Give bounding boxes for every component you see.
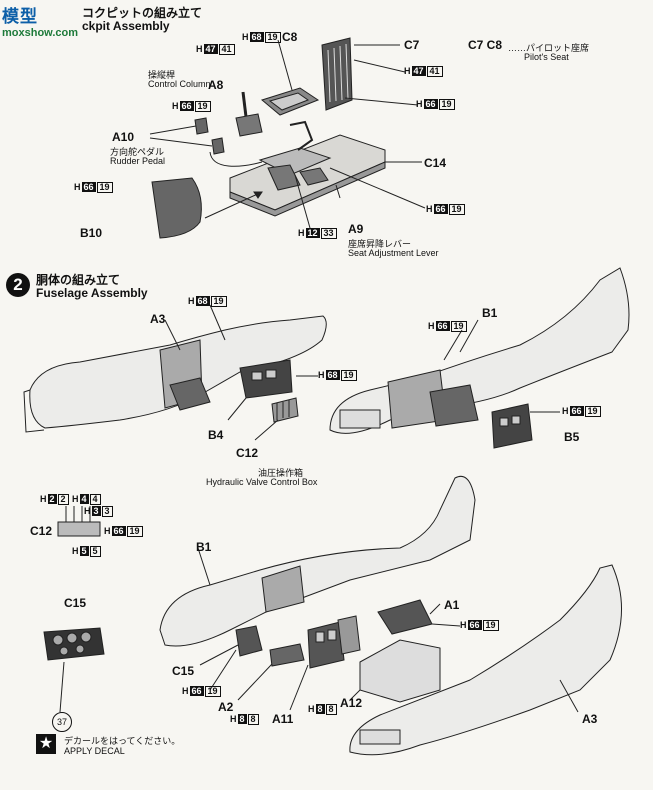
part-b1-bottom: B1 xyxy=(196,540,212,554)
part-c7: C7 xyxy=(404,38,420,52)
instrument-panel-c15 xyxy=(43,627,105,713)
part-b10: B10 xyxy=(80,226,103,240)
seat-lever-en: Seat Adjustment Lever xyxy=(348,248,439,258)
step1-title-en: ckpit Assembly xyxy=(82,19,170,33)
part-a3-top: A3 xyxy=(150,312,166,326)
decal-number: 37 xyxy=(52,712,72,732)
bulkhead-b10 xyxy=(151,177,202,239)
part-a12: A12 xyxy=(340,696,363,710)
logo-brand: 模型 xyxy=(2,7,38,26)
c12-detail xyxy=(57,506,101,537)
control-column-en: Control Column xyxy=(148,79,211,89)
part-c15: C15 xyxy=(64,596,87,610)
fin-a1 xyxy=(377,599,433,635)
step2-badge: 2 xyxy=(6,273,30,297)
part-c8: C8 xyxy=(282,30,298,44)
step1-title-jp: コクピットの組み立て xyxy=(82,6,203,20)
part-b4: B4 xyxy=(208,428,224,442)
part-a2 xyxy=(269,643,305,667)
part-c12: C12 xyxy=(236,446,259,460)
seat-lever-jp: 座席昇降レバー xyxy=(348,239,412,249)
logo-url: moxshow.com xyxy=(2,27,78,39)
decal-jp: デカールをはってください。 xyxy=(64,736,181,746)
hydraulic-jp: 油圧操作箱 xyxy=(258,468,304,478)
part-b5: B5 xyxy=(564,430,580,444)
decal-star-icon: ★ xyxy=(36,734,56,754)
rudder-pedal-jp: 方向舵ペダル xyxy=(110,147,165,157)
control-column-a8 xyxy=(235,91,263,137)
part-c14: C14 xyxy=(424,156,447,170)
hydraulic-box-c12 xyxy=(271,397,299,423)
seat-back-c7 xyxy=(321,37,353,111)
part-c15-bottom xyxy=(235,625,263,657)
rudder-pedal-en: Rudder Pedal xyxy=(110,156,166,166)
site-logo: 模型 moxshow.com xyxy=(2,2,78,39)
part-a8: A8 xyxy=(208,78,224,92)
cockpit-sidewall-b4 xyxy=(239,359,293,399)
fuselage-b1-top xyxy=(329,267,630,434)
pilot-seat-en: Pilot's Seat xyxy=(524,52,569,62)
part-c12-detail: C12 xyxy=(30,524,53,538)
fuselage-a3-bottom xyxy=(349,564,623,756)
step2-title-jp: 胴体の組み立て xyxy=(36,273,121,287)
hydraulic-en: Hydraulic Valve Control Box xyxy=(206,477,318,487)
part-c15-bottom: C15 xyxy=(172,664,195,678)
cockpit-sidewall-b5 xyxy=(491,403,533,449)
seat-pan-c8 xyxy=(260,87,320,116)
pilot-seat-parts: C7 C8 xyxy=(468,38,503,52)
control-column-jp: 操縦桿 xyxy=(148,70,176,80)
part-a9: A9 xyxy=(348,222,364,236)
part-a3-bottom: A3 xyxy=(582,712,598,726)
step1-title: コクピットの組み立て xyxy=(82,4,202,21)
cockpit-floor-c14 xyxy=(229,134,386,217)
pilot-seat-jp: ……パイロット座席 xyxy=(508,43,590,53)
part-a1: A1 xyxy=(444,598,460,612)
part-a2: A2 xyxy=(218,700,234,714)
part-a10: A10 xyxy=(112,130,135,144)
step2-title-en: Fuselage Assembly xyxy=(36,286,148,300)
panel-a11 xyxy=(307,621,345,669)
part-a11: A11 xyxy=(272,712,294,726)
floor-a12 xyxy=(359,639,441,703)
rudder-pedal-a10 xyxy=(194,117,263,167)
part-b1-top: B1 xyxy=(482,306,498,320)
fuselage-a3-top xyxy=(23,315,327,433)
decal-en: APPLY DECAL xyxy=(64,746,125,756)
